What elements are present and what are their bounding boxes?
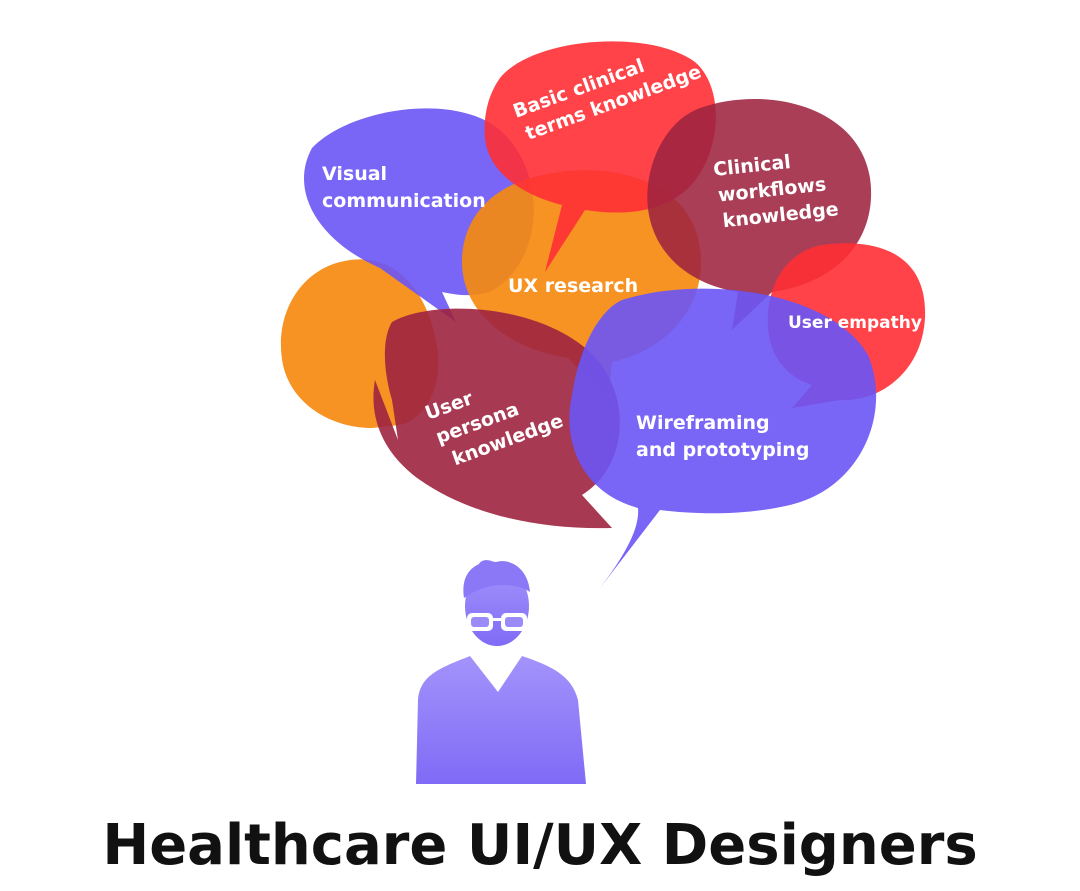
glasses-icon: [467, 613, 527, 631]
label-line: Wireframing: [636, 412, 770, 434]
label-visual-communication: Visual communication: [322, 163, 486, 212]
label-line: and prototyping: [636, 439, 809, 461]
person-with-glasses-icon: [416, 560, 586, 784]
speech-bubbles: [280, 41, 926, 588]
bubble-basic-clinical-terms: [484, 41, 716, 273]
person-body: [416, 656, 586, 784]
label-line: User empathy: [788, 313, 922, 333]
bubble-wireframing: [569, 288, 877, 588]
page-title: Healthcare UI/UX Designers: [102, 813, 978, 878]
person-neck: [476, 640, 520, 690]
label-line: communication: [322, 190, 486, 212]
label-line: UX research: [508, 275, 638, 297]
label-wireframing: Wireframing and prototyping: [636, 412, 809, 461]
bubble-user-persona: [373, 308, 620, 529]
person-hair-tuft: [477, 560, 494, 572]
label-user-empathy: User empathy: [788, 313, 922, 333]
label-line: Visual: [322, 163, 387, 185]
label-ux-research: UX research: [508, 275, 638, 297]
